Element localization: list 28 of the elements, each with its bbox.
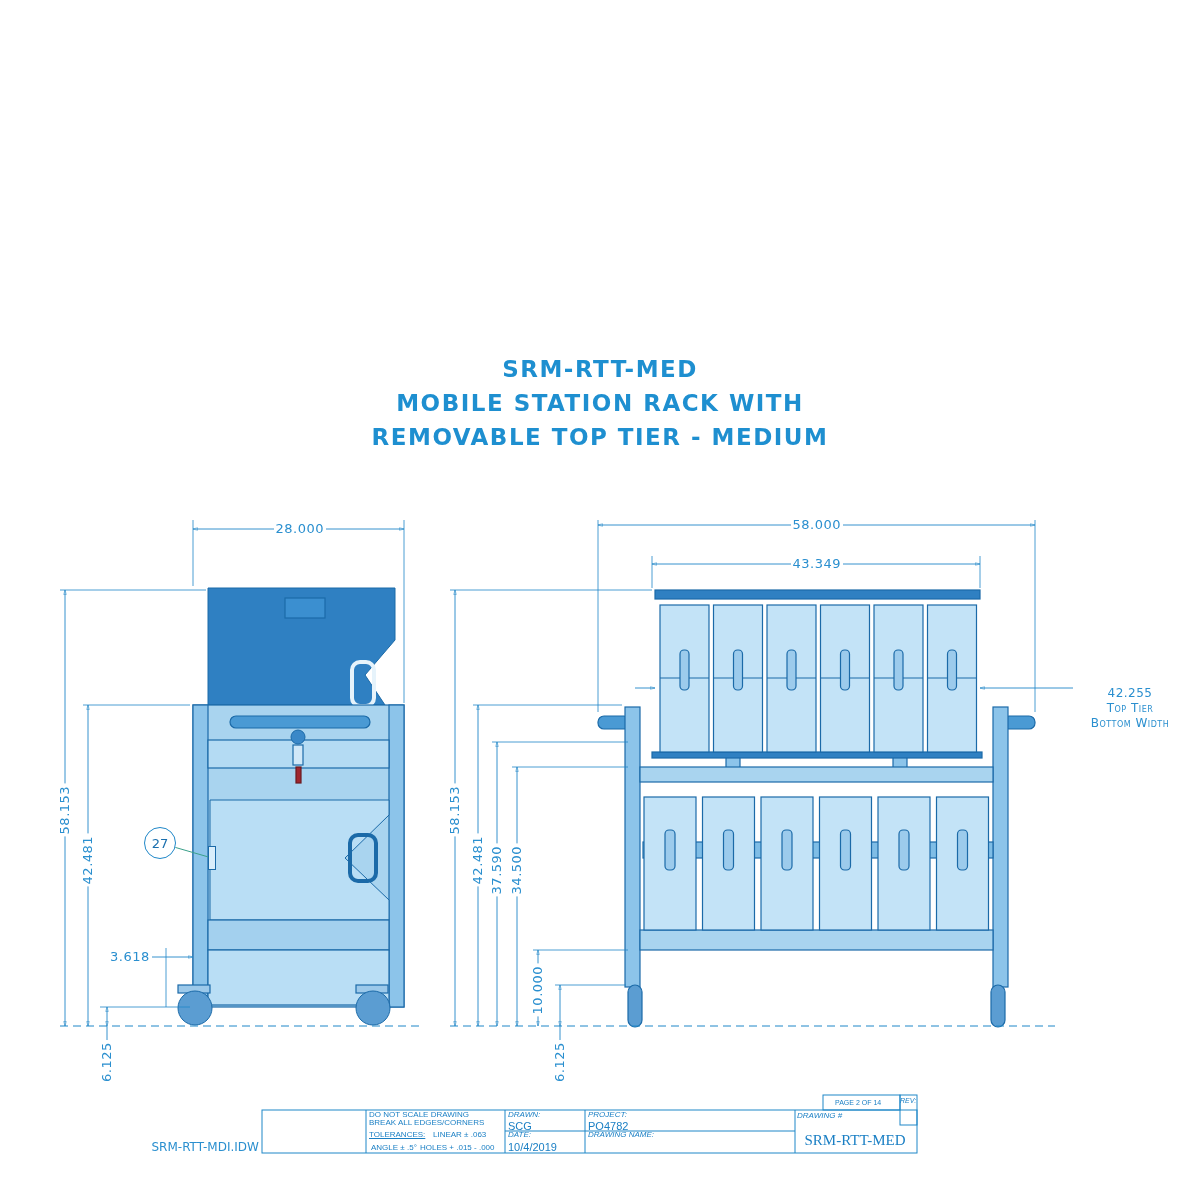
title-block-text: TOLERANCES: xyxy=(369,1131,426,1140)
dimension-label: 42.481 xyxy=(80,833,95,887)
title-block-text: SCG xyxy=(508,1120,532,1132)
title-block-text: 10/4/2019 xyxy=(508,1141,557,1154)
dimension-label: 34.500 xyxy=(509,843,524,897)
title-block-text: DRAWING # xyxy=(797,1112,843,1121)
title-block-text: DRAWN: xyxy=(508,1111,541,1120)
dimension-label: 58.153 xyxy=(57,783,72,837)
title-block-text: DO NOT SCALE DRAWING xyxy=(369,1111,469,1120)
dimension-label: 6.125 xyxy=(552,1040,567,1084)
title-block-text: PROJECT: xyxy=(588,1111,627,1120)
title-block-text: LINEAR ± .063 xyxy=(433,1131,487,1140)
latch-part xyxy=(208,846,216,870)
title-block-text: DRAWING NAME: xyxy=(588,1131,655,1140)
title-block-text: DATE: xyxy=(508,1131,531,1140)
title-block-text: ANGLE ± .5° xyxy=(371,1144,417,1153)
title: SRM-RTT-MED MOBILE STATION RACK WITH REMOVABLE TOP TIER - MEDIUM xyxy=(370,355,830,452)
dimension-label: 58.153 xyxy=(447,783,462,837)
dimension-label: 42.481 xyxy=(470,833,485,887)
dimension-label: 37.590 xyxy=(489,843,504,897)
title-block-text: HOLES + .015 - .000 xyxy=(420,1144,495,1153)
title-block-text: PO4782 xyxy=(588,1120,629,1132)
file-name: SRM-RTT-MDI.IDW xyxy=(151,1140,259,1154)
drawing-number: SRM-RTT-MED xyxy=(804,1131,906,1148)
dimension-label: 10.000 xyxy=(530,963,545,1017)
callout-number: 27 xyxy=(144,827,176,859)
title-block-text: BREAK ALL EDGES/CORNERS xyxy=(369,1119,485,1128)
dimension-label: 6.125 xyxy=(99,1040,114,1084)
